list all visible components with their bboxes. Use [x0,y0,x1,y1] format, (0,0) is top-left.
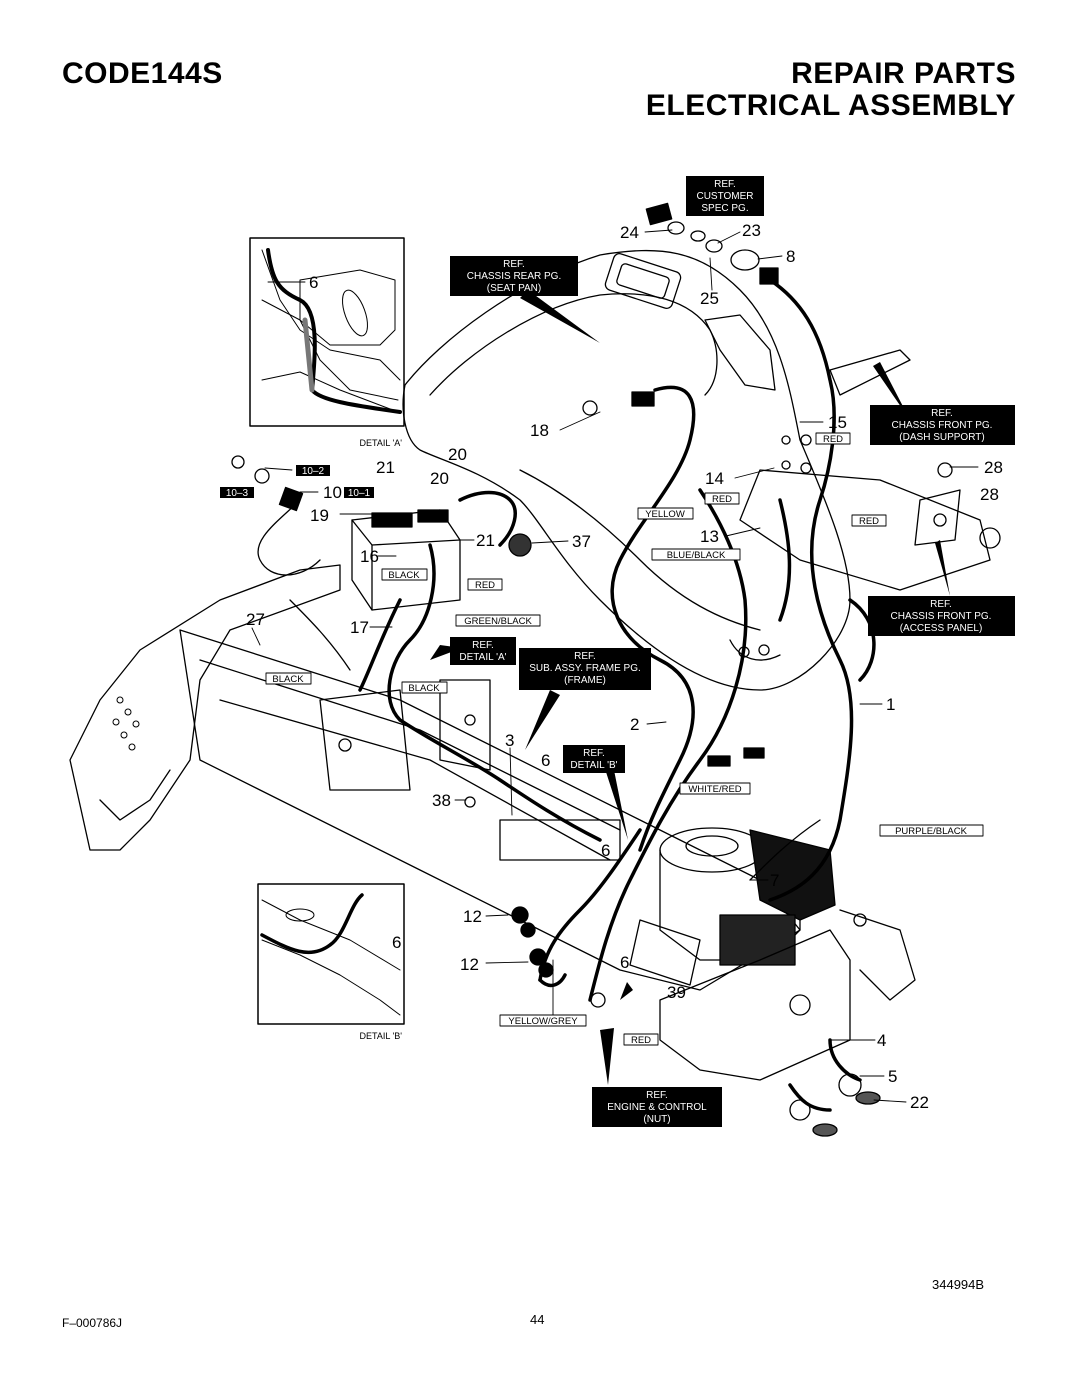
detail-b-inset [257,883,405,1025]
model-number: CODE144S [62,57,223,90]
drawing-number: 344994B [932,1277,985,1292]
part-number: 38 [432,791,451,810]
wire-tag-black: BLACK [272,674,304,685]
ref-frame-l3: (FRAME) [564,675,606,686]
part-number: 6 [309,273,318,292]
ref-dash-l3: (DASH SUPPORT) [899,432,984,443]
page-title-line2: ELECTRICAL ASSEMBLY [645,89,1016,122]
ref-customer-l2: CUSTOMER [696,191,753,202]
ref-seatpan-l2: CHASSIS REAR PG. [467,271,561,282]
wire-tag-red: RED [859,516,879,527]
ref-dash-l2: CHASSIS FRONT PG. [892,420,993,431]
part-number: 12 [460,955,479,974]
part-number: 28 [980,485,999,504]
wire-tag-red: RED [475,580,495,591]
part-number: 12 [463,907,482,926]
part-number: 10 [323,483,342,502]
part-number: 1 [886,695,895,714]
part-number: 21 [376,458,395,477]
terminal-tag: 10–1 [348,488,371,499]
detail-a-caption: DETAIL 'A' [360,438,403,448]
part-number: 27 [246,610,265,629]
part-number: 7 [770,871,779,890]
wire-tag-blue-black: BLUE/BLACK [667,550,726,561]
part-number: 14 [705,469,724,488]
detail-b-caption: DETAIL 'B' [360,1031,403,1041]
ref-frame-l2: SUB. ASSY. FRAME PG. [529,663,641,674]
ref-engine-l2: ENGINE & CONTROL [607,1102,707,1113]
part-number: 4 [877,1031,886,1050]
ref-frame-l1: REF. [574,651,596,662]
ref-detail-b-l1: REF. [583,748,605,759]
wire-tags: RED RED YELLOW RED BLUE/BLACK BLACK RED … [226,434,968,1046]
part-number: 37 [572,532,591,551]
part-number: 3 [505,731,514,750]
part-number: 20 [448,445,467,464]
thin-wires [257,499,821,881]
part-number: 6 [601,841,610,860]
wire-tag-white-red: WHITE/RED [688,784,741,795]
ref-boxes [220,176,1015,1127]
part-number: 22 [910,1093,929,1112]
part-number: 24 [620,223,639,242]
ref-access-l2: CHASSIS FRONT PG. [891,611,992,622]
ref-customer-l3: SPEC PG. [701,203,748,214]
part-number: 18 [530,421,549,440]
part-number: 6 [620,953,629,972]
detail-a-inset [249,237,405,427]
part-numbers: 6 24 23 8 25 15 18 20 21 20 14 28 28 10 … [246,221,1003,1112]
part-number: 6 [541,751,550,770]
ref-access-l3: (ACCESS PANEL) [900,623,983,634]
small-components [231,202,1001,1137]
wire-tag-black: BLACK [408,683,440,694]
wire-tag-yellow: YELLOW [645,509,685,520]
wire-tag-yellow-grey: YELLOW/GREY [508,1016,578,1027]
part-number: 25 [700,289,719,308]
form-number: F–000786J [62,1316,123,1330]
page-title-line1: REPAIR PARTS [791,57,1016,90]
battery [351,509,461,611]
ref-customer-l1: REF. [714,179,736,190]
wire-tag-red: RED [631,1035,651,1046]
terminal-tag: 10–3 [226,488,249,499]
ref-dash-l1: REF. [931,408,953,419]
ref-detail-a-l2: DETAIL 'A' [459,652,506,663]
part-number: 23 [742,221,761,240]
terminal-tag: 10–2 [302,466,325,477]
ref-access-l1: REF. [930,599,952,610]
dash-panel-body [402,249,851,691]
ref-seatpan-l3: (SEAT PAN) [487,283,541,294]
wire-tag-red: RED [712,494,732,505]
part-number: 5 [888,1067,897,1086]
wire-tag-black: BLACK [388,570,420,581]
part-number: 17 [350,618,369,637]
ref-engine-l3: (NUT) [643,1114,670,1125]
wire-tag-boxes [265,432,984,1046]
side-plate [69,564,341,851]
wire-tag-purple-black: PURPLE/BLACK [895,826,967,837]
wire-tag-green-black: GREEN/BLACK [464,616,532,627]
part-number: 2 [630,715,639,734]
ref-engine-l1: REF. [646,1090,668,1101]
part-number: 39 [667,983,686,1002]
part-number: 13 [700,527,719,546]
leader-lines [251,229,979,1103]
ref-box-texts: REF. CUSTOMER SPEC PG. REF. CHASSIS REAR… [459,179,992,1125]
part-number: 15 [828,413,847,432]
part-number: 6 [392,933,401,952]
engine [629,827,836,986]
ref-detail-b-l2: DETAIL 'B' [570,760,617,771]
part-number: 20 [430,469,449,488]
part-number: 28 [984,458,1003,477]
ref-seatpan-l1: REF. [503,259,525,270]
wire-tag-red: RED [823,434,843,445]
part-number: 16 [360,547,379,566]
page-number: 44 [530,1312,545,1327]
part-number: 19 [310,506,329,525]
part-number: 21 [476,531,495,550]
part-number: 8 [786,247,795,266]
wiring-harness [358,278,876,1112]
ref-detail-a-l1: REF. [472,640,494,651]
